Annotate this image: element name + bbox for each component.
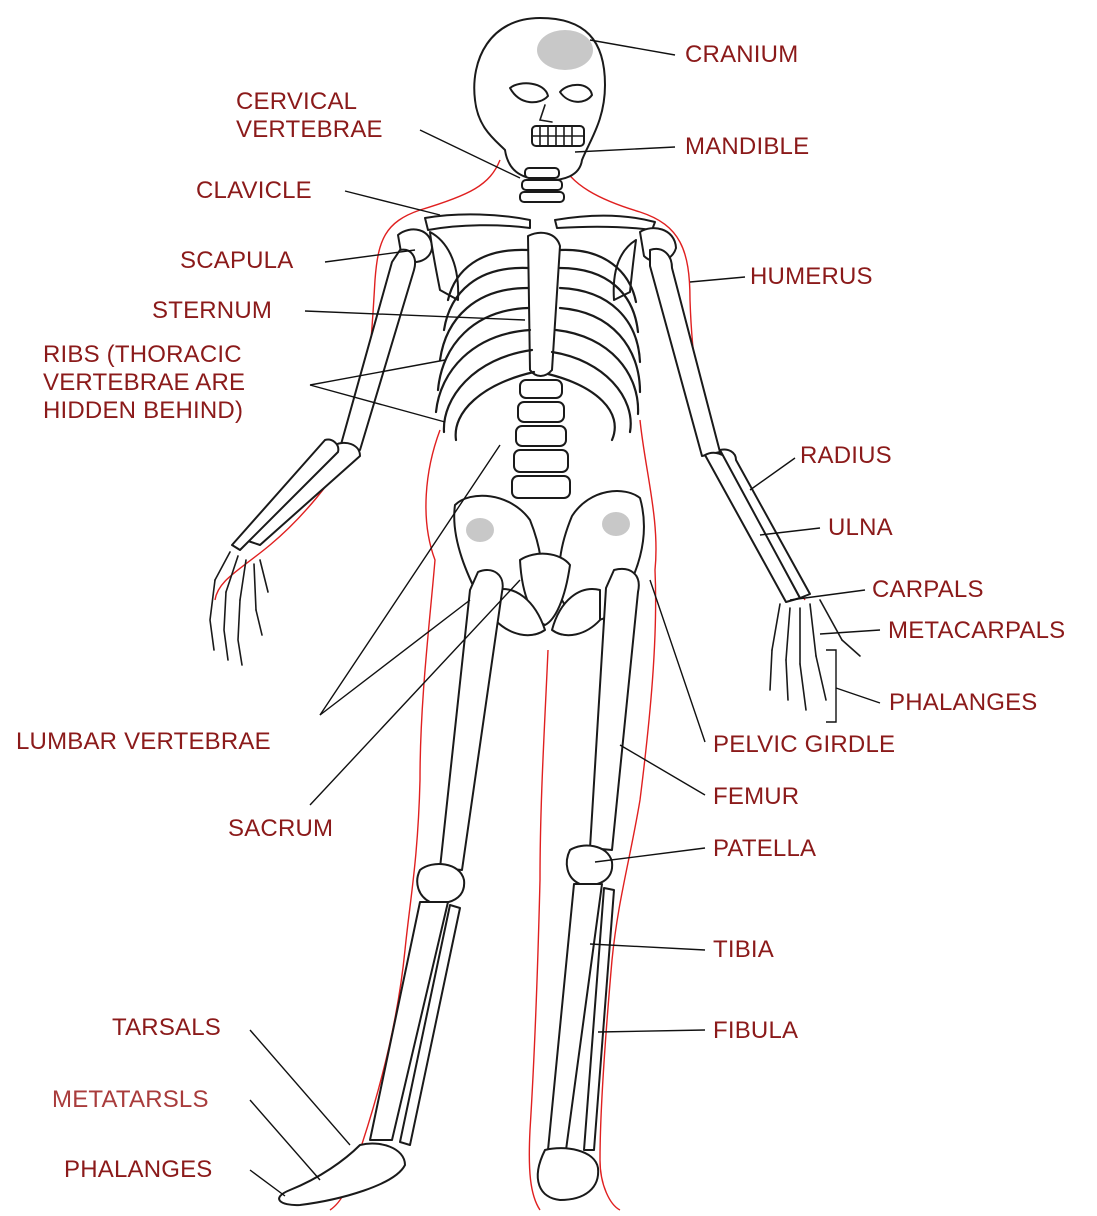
arm-right	[650, 249, 860, 710]
label-patella: PATELLA	[713, 835, 816, 863]
cervical-vertebrae	[520, 168, 564, 202]
label-radius: RADIUS	[800, 442, 892, 470]
label-pelvic-girdle: PELVIC GIRDLE	[713, 731, 895, 759]
label-phalanges-hand: PHALANGES	[889, 689, 1038, 717]
label-fibula: FIBULA	[713, 1017, 798, 1045]
legs	[279, 569, 639, 1205]
label-mandible: MANDIBLE	[685, 133, 809, 161]
label-cervical-vertebrae: CERVICAL VERTEBRAE	[236, 88, 383, 144]
label-femur: FEMUR	[713, 783, 799, 811]
label-lumbar-vertebrae: LUMBAR VERTEBRAE	[16, 728, 271, 756]
label-tarsals: TARSALS	[112, 1014, 221, 1042]
label-carpals: CARPALS	[872, 576, 984, 604]
label-ulna: ULNA	[828, 514, 893, 542]
body-outline	[215, 160, 805, 1210]
label-cranium: CRANIUM	[685, 41, 798, 69]
label-phalanges-foot: PHALANGES	[64, 1156, 213, 1184]
skull	[474, 18, 605, 180]
label-scapula: SCAPULA	[180, 247, 293, 275]
label-clavicle: CLAVICLE	[196, 177, 312, 205]
label-ribs: RIBS (THORACIC VERTEBRAE ARE HIDDEN BEHI…	[43, 341, 245, 425]
label-tibia: TIBIA	[713, 936, 774, 964]
label-metacarpals: METACARPALS	[888, 617, 1065, 645]
lumbar-spine	[512, 380, 570, 498]
label-metatarsals: METATARSLS	[52, 1086, 209, 1114]
label-sacrum: SACRUM	[228, 815, 333, 843]
label-humerus: HUMERUS	[750, 263, 873, 291]
label-sternum: STERNUM	[152, 297, 272, 325]
